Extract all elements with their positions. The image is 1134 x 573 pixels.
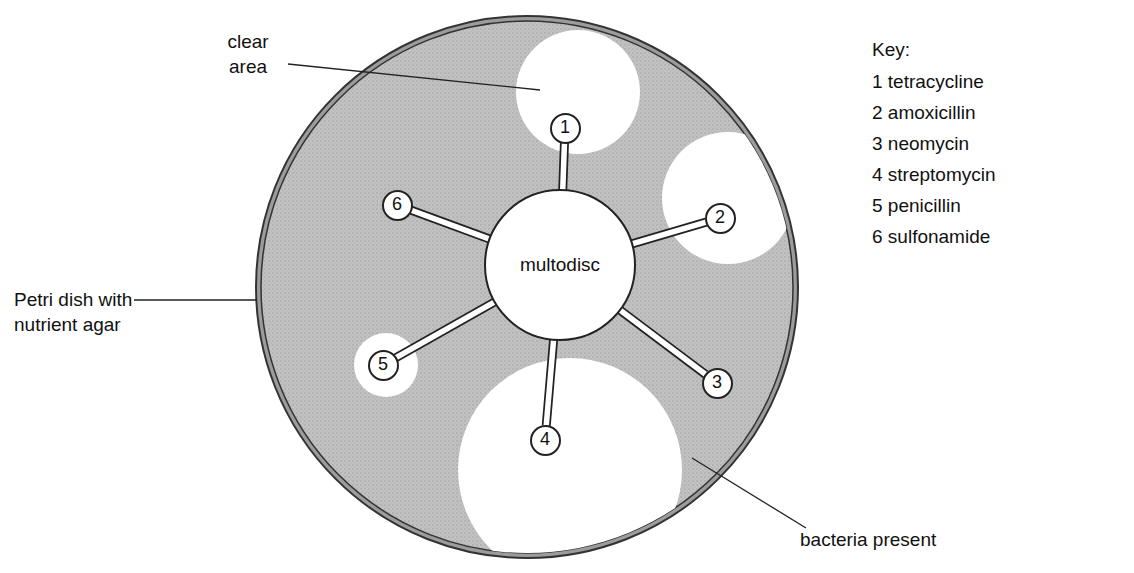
clear-zone: [354, 333, 418, 397]
leader-line: [134, 299, 257, 300]
stem-outline: [632, 222, 706, 244]
stem-outline: [546, 340, 553, 426]
stem-fill: [546, 340, 553, 426]
multodisc-circle: multodisc: [484, 189, 636, 341]
label-text: clear area: [227, 31, 268, 77]
node-text: 4: [540, 430, 550, 450]
stem-fill: [563, 142, 565, 190]
callout-label: clear area: [208, 30, 288, 79]
antibiotic-disc: 4: [530, 425, 561, 456]
disc-stem: [546, 340, 553, 426]
disc-stem: [411, 210, 490, 239]
node-text: 5: [378, 355, 388, 375]
node-text: multodisc: [520, 255, 600, 276]
antibiotic-disc: 2: [705, 203, 736, 234]
key-entry: 6 sulfonamide: [872, 225, 1092, 250]
stem-outline: [563, 142, 565, 190]
leader-line: [288, 64, 540, 90]
node-text: 6: [392, 195, 402, 215]
label-text: bacteria present: [800, 529, 936, 550]
stem-fill: [632, 222, 706, 244]
label-text: 3 neomycin: [872, 133, 969, 154]
label-text: Petri dish with nutrient agar: [14, 289, 132, 335]
leader-line: [692, 458, 806, 528]
disc-stem: [563, 142, 565, 190]
node-text: 3: [712, 373, 722, 393]
antibiotic-disc: 5: [368, 350, 399, 381]
clear-zone: [516, 30, 640, 154]
stem-outline: [620, 310, 705, 374]
node-text: 2: [715, 208, 725, 228]
label-text: 4 streptomycin: [872, 164, 996, 185]
disc-stem: [632, 222, 706, 244]
stem-outline: [411, 210, 490, 239]
key-entry: 4 streptomycin: [872, 163, 1092, 188]
label-text: 6 sulfonamide: [872, 226, 990, 247]
clear-zone: [458, 358, 682, 573]
key-entry: 3 neomycin: [872, 132, 1092, 157]
key-heading: Key:: [872, 38, 1072, 63]
label-text: Key:: [872, 39, 910, 60]
disc-stem: [620, 310, 705, 374]
node-text: 1: [560, 118, 570, 138]
callout-label: Petri dish with nutrient agar: [14, 288, 134, 337]
antibiotic-disc: 6: [382, 190, 413, 221]
stem-fill: [411, 210, 490, 239]
clear-zone: [662, 132, 794, 264]
label-text: 2 amoxicillin: [872, 102, 975, 123]
stem-outline: [396, 302, 495, 358]
antibiotic-disc: 1: [550, 113, 581, 144]
key-entry: 2 amoxicillin: [872, 101, 1092, 126]
label-text: 1 tetracycline: [872, 71, 984, 92]
stem-fill: [620, 310, 705, 374]
clear-areas: [354, 30, 794, 573]
key-entry: 5 penicillin: [872, 194, 1092, 219]
key-entry: 1 tetracycline: [872, 70, 1092, 95]
label-text: 5 penicillin: [872, 195, 961, 216]
callout-label: bacteria present: [800, 528, 970, 553]
stem-fill: [396, 302, 495, 358]
disc-stem: [396, 302, 495, 358]
antibiotic-disc: 3: [702, 368, 733, 399]
